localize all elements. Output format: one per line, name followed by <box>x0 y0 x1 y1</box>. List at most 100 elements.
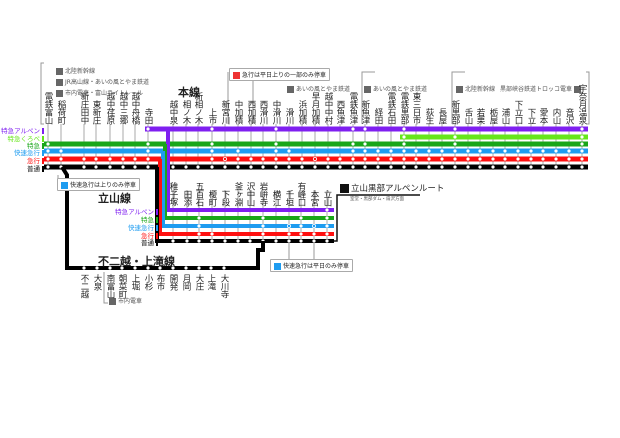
service-label-text: 特急アルペン <box>115 208 154 216</box>
stop-marker <box>261 157 265 161</box>
stop-marker <box>402 149 406 153</box>
tateyama-line-kyuko <box>158 159 334 236</box>
stop-marker <box>516 149 520 153</box>
alpine-route-connector <box>334 194 420 242</box>
stop-marker <box>274 239 278 243</box>
stop-marker <box>197 232 201 236</box>
station-36: 下立 <box>526 108 536 124</box>
service-color-swatch <box>42 150 44 156</box>
stop-marker <box>338 157 342 161</box>
stop-marker <box>146 165 150 169</box>
stop-marker <box>414 165 418 169</box>
stop-marker <box>440 157 444 161</box>
stop-marker <box>108 165 112 169</box>
stop-marker <box>453 135 457 139</box>
stop-marker <box>274 149 278 153</box>
tateyama-service-label-tokkyu: 特急 <box>98 214 158 224</box>
stop-marker <box>299 232 303 236</box>
stop-marker <box>402 157 406 161</box>
stop-marker <box>440 165 444 169</box>
service-label-text: 特急 <box>141 216 154 224</box>
station-21: 西魚津 <box>335 100 345 124</box>
train-icon <box>287 86 294 93</box>
service-label-text: 快速急行 <box>14 149 40 157</box>
station-20: 越中中村 <box>323 92 333 124</box>
stop-marker <box>299 216 303 220</box>
legend-jr: JR高山線・あいの風とやま鉄道 <box>56 77 149 86</box>
tateyama-service-label-futsu: 普通 <box>98 237 158 247</box>
fujikoshi-station-10: 上滝 <box>206 274 216 290</box>
stop-marker <box>351 127 355 131</box>
stop-marker <box>210 157 214 161</box>
stop-marker <box>453 157 457 161</box>
stop-marker <box>402 135 406 139</box>
stop-marker <box>326 165 330 169</box>
station-25: 電鉄石田 <box>386 92 396 124</box>
stop-marker <box>376 157 380 161</box>
station-35: 下立口 <box>513 100 523 124</box>
stop-marker <box>146 266 150 270</box>
stop-marker <box>299 224 303 228</box>
transfer-ainokaze-namerikawa: あいの風とやま鉄道 <box>287 84 350 93</box>
info-icon <box>274 263 281 270</box>
service-label-text: 普通 <box>27 165 40 173</box>
legend-bracket <box>40 62 44 125</box>
stop-marker <box>171 266 175 270</box>
stop-marker <box>94 157 98 161</box>
fujikoshi-station-0: 不二越 <box>79 274 89 298</box>
stop-marker <box>503 157 507 161</box>
stop-marker <box>491 157 495 161</box>
station-2: 新庄田中 <box>79 92 89 124</box>
stop-marker <box>286 223 291 228</box>
tateyama-station-10: 有峰口 <box>296 182 306 206</box>
tateyama-line-alpen <box>166 129 334 212</box>
station-14: 西加積 <box>246 100 256 124</box>
stop-marker <box>427 149 431 153</box>
tateyama-station-4: 下段 <box>220 190 230 206</box>
fujikoshi-station-2: 南富山 <box>105 274 115 298</box>
station-18: 浜加積 <box>297 100 307 124</box>
stop-marker <box>287 165 291 169</box>
fujikoshi-station-3: 朝菜町 <box>117 274 127 298</box>
station-13: 中加積 <box>233 100 243 124</box>
stop-marker <box>453 149 457 153</box>
stop-marker <box>325 239 329 243</box>
stop-marker <box>453 127 457 131</box>
stop-marker <box>580 157 584 161</box>
fujikoshi-station-8: 月岡 <box>181 274 191 290</box>
stop-marker <box>402 165 406 169</box>
stop-marker <box>351 157 355 161</box>
stop-marker <box>363 142 367 146</box>
stop-marker <box>389 149 393 153</box>
transfer-torokko: 黒部峡谷鉄道トロッコ電車 <box>500 84 582 93</box>
stop-marker <box>516 165 520 169</box>
stop-marker <box>171 165 175 169</box>
station-37: 愛本 <box>538 108 548 124</box>
stop-marker <box>196 165 200 169</box>
line-title-tateyama: 立山線 <box>98 192 131 205</box>
station-6: 越中舟橋 <box>130 92 140 124</box>
stop-marker <box>363 127 367 131</box>
station-40: 宇奈月温泉 <box>577 84 587 124</box>
station-0: 電鉄富山 <box>43 92 53 124</box>
station-15: 西滑川 <box>258 100 268 124</box>
stop-marker <box>133 266 137 270</box>
line-title-honsen: 本線 <box>178 86 200 99</box>
tateyama-service-label-kaisoku: 快速急行 <box>98 222 158 232</box>
service-label-kaisoku: 快速急行 <box>0 147 44 157</box>
station-8: 越中泉 <box>168 100 178 124</box>
tram-icon <box>56 90 63 97</box>
stop-marker <box>325 224 329 228</box>
stop-marker <box>376 165 380 169</box>
stop-marker <box>82 165 86 169</box>
service-color-swatch <box>42 128 44 134</box>
train-icon <box>364 86 371 93</box>
stop-marker <box>503 165 507 169</box>
service-color-swatch <box>42 143 44 149</box>
stop-marker <box>478 149 482 153</box>
stop-marker <box>261 224 265 228</box>
tram-icon <box>109 298 116 305</box>
stop-marker <box>541 149 545 153</box>
